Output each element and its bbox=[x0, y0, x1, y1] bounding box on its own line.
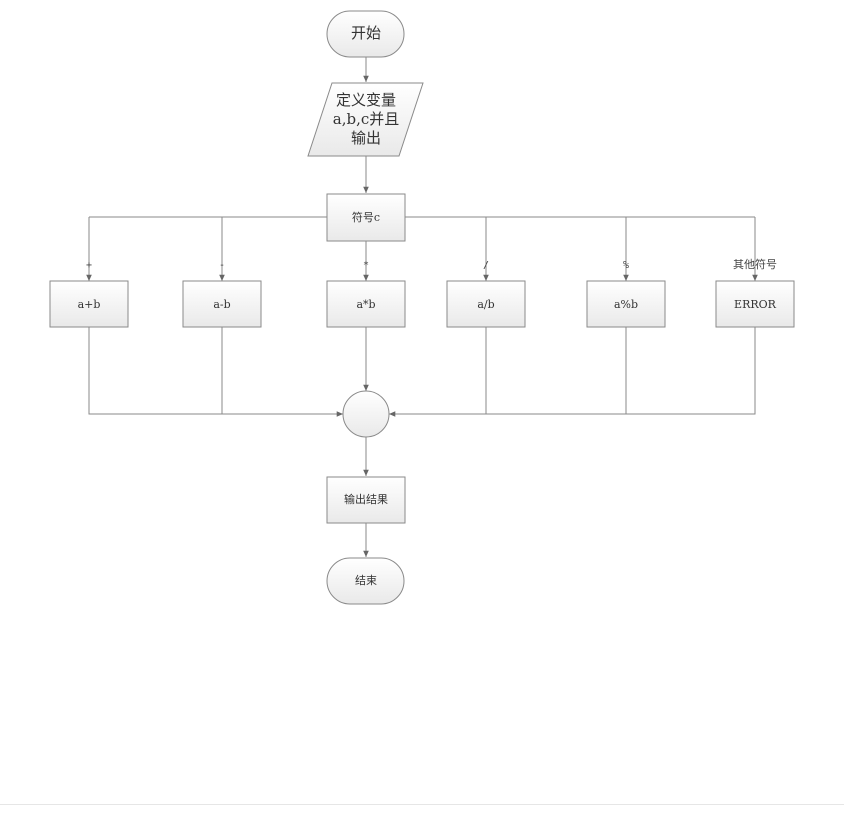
nodes bbox=[49, 10, 795, 605]
output-node[interactable] bbox=[326, 476, 406, 524]
connectors bbox=[86, 57, 758, 557]
edge-label-other: 其他符号 bbox=[733, 258, 777, 271]
mod-node[interactable] bbox=[586, 280, 666, 328]
node-labels: 开始 定义变量 a,b,c并且 输出 符号c a+b a-b a*b a/b a… bbox=[78, 24, 777, 587]
define-label-line1: 定义变量 bbox=[336, 91, 396, 109]
start-node[interactable] bbox=[326, 10, 405, 58]
add-label: a+b bbox=[78, 298, 101, 311]
switch-node[interactable] bbox=[326, 193, 406, 242]
edge-merge-left bbox=[88, 327, 222, 415]
merge-node bbox=[342, 390, 390, 438]
edge-labels: + - * / % 其他符号 bbox=[86, 258, 777, 271]
bottom-divider bbox=[0, 804, 844, 805]
mod-label: a%b bbox=[614, 298, 638, 311]
div-label: a/b bbox=[477, 298, 494, 311]
sub-label: a-b bbox=[213, 298, 230, 311]
define-label-line2: a,b,c并且 bbox=[333, 110, 399, 128]
define-variables-node[interactable] bbox=[307, 82, 424, 157]
add-node[interactable] bbox=[49, 280, 129, 328]
edge-label-div: / bbox=[483, 260, 489, 271]
edge-label-mod: % bbox=[623, 260, 629, 271]
div-node[interactable] bbox=[446, 280, 526, 328]
end-label: 结束 bbox=[355, 574, 377, 587]
error-node[interactable] bbox=[715, 280, 795, 328]
edge-label-add: + bbox=[86, 260, 92, 271]
start-label: 开始 bbox=[351, 24, 381, 42]
output-label: 输出结果 bbox=[344, 492, 388, 506]
error-label: ERROR bbox=[734, 298, 777, 311]
switch-label: 符号c bbox=[352, 211, 380, 224]
edge-label-sub: - bbox=[219, 260, 225, 271]
end-node[interactable] bbox=[326, 557, 405, 605]
sub-node[interactable] bbox=[182, 280, 262, 328]
define-label-line3: 输出 bbox=[351, 129, 381, 147]
mul-node[interactable] bbox=[326, 280, 406, 328]
edge-label-mul: * bbox=[363, 260, 369, 271]
mul-label: a*b bbox=[356, 298, 375, 311]
edge-merge-right bbox=[626, 327, 756, 415]
